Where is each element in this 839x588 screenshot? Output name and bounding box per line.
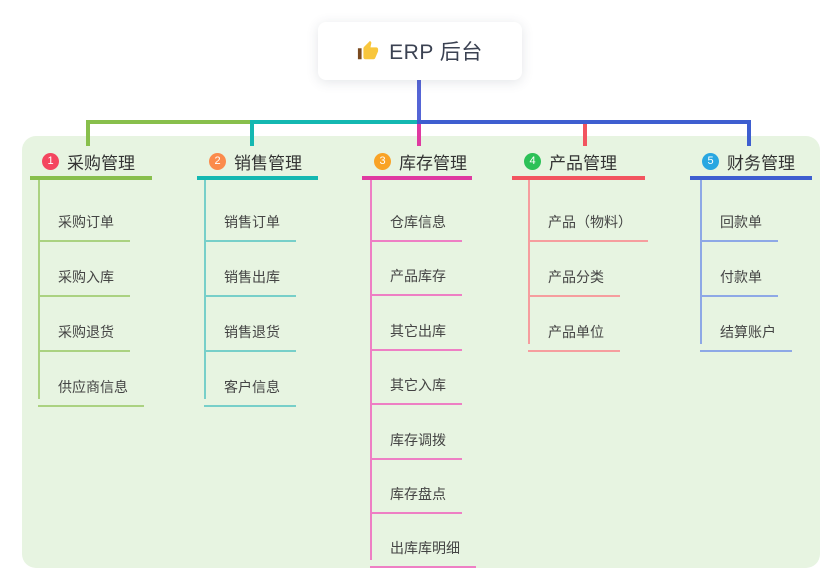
child-node[interactable]: 其它入库 [370,367,462,405]
branch-badge: 2 [209,152,226,170]
child-node[interactable]: 付款单 [700,259,778,297]
child-node[interactable]: 销售订单 [204,204,296,242]
child-node[interactable]: 库存调拨 [370,422,462,460]
child-node[interactable]: 客户信息 [204,369,296,407]
drop-line-inventory [417,124,421,146]
child-node[interactable]: 销售出库 [204,259,296,297]
branch-trunk-line [38,180,40,399]
branch-badge: 4 [524,152,541,170]
child-node[interactable]: 仓库信息 [370,204,462,242]
branch-node-finance[interactable]: 5 财务管理 [690,146,812,180]
branch-trunk-line [370,180,372,560]
child-node[interactable]: 产品分类 [528,259,620,297]
child-node[interactable]: 其它出库 [370,313,462,351]
child-node[interactable]: 产品（物料） [528,204,648,242]
drop-line-sales [250,120,254,146]
child-node[interactable]: 出库库明细 [370,530,476,568]
root-node[interactable]: ERP 后台 [318,22,522,80]
branch-label: 销售管理 [234,153,302,173]
child-node[interactable]: 销售退货 [204,314,296,352]
branch-node-product[interactable]: 4 产品管理 [512,146,645,180]
drop-line-finance [747,120,751,146]
child-node[interactable]: 产品单位 [528,314,620,352]
child-node[interactable]: 产品库存 [370,258,462,296]
child-node[interactable]: 库存盘点 [370,476,462,514]
drop-line-product [583,124,587,146]
child-node[interactable]: 采购入库 [38,259,130,297]
child-node[interactable]: 采购退货 [38,314,130,352]
branch-badge: 5 [702,152,719,170]
child-node[interactable]: 采购订单 [38,204,130,242]
branch-trunk-line [700,180,702,344]
branch-trunk-line [204,180,206,399]
branch-label: 库存管理 [399,153,467,173]
branches-panel [22,136,820,568]
child-node[interactable]: 供应商信息 [38,369,144,407]
branch-badge: 3 [374,152,391,170]
branch-label: 财务管理 [727,153,795,173]
branch-trunk-line [528,180,530,344]
child-node[interactable]: 结算账户 [700,314,792,352]
bus-line-finance [417,120,751,124]
child-node[interactable]: 回款单 [700,204,778,242]
bus-line-sales [250,120,419,124]
branch-node-purchase[interactable]: 1 采购管理 [30,146,152,180]
root-title: ERP 后台 [389,41,483,64]
thumbs-up-icon [358,40,379,60]
branch-node-sales[interactable]: 2 销售管理 [197,146,318,180]
root-connector-line [417,80,421,122]
drop-line-purchase [86,120,90,146]
branch-label: 采购管理 [67,153,135,173]
branch-node-inventory[interactable]: 3 库存管理 [362,146,472,180]
branch-badge: 1 [42,152,59,170]
branch-label: 产品管理 [549,153,617,173]
bus-line-purchase [86,120,252,124]
